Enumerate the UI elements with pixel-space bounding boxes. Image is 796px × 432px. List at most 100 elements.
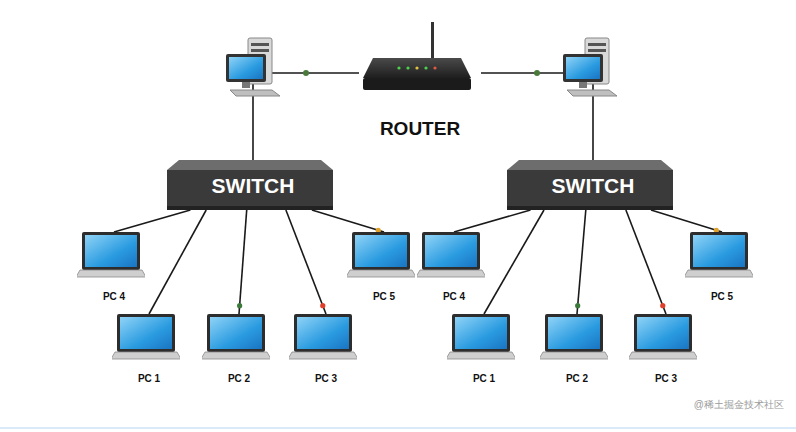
laptop-icon bbox=[112, 312, 180, 362]
laptop-icon bbox=[685, 230, 753, 280]
switch-top bbox=[507, 160, 673, 170]
laptop-icon bbox=[347, 230, 415, 280]
pc-node: PC 4 bbox=[77, 230, 151, 302]
bottom-rule bbox=[0, 427, 796, 429]
laptop-base bbox=[77, 270, 145, 277]
pc-label: PC 5 bbox=[347, 291, 421, 302]
laptop-bezel bbox=[690, 232, 748, 270]
switch-base bbox=[167, 206, 333, 210]
link-dot bbox=[303, 70, 309, 76]
laptop-bezel bbox=[207, 314, 265, 352]
laptop-screen bbox=[297, 317, 349, 349]
pc-node: PC 3 bbox=[289, 312, 363, 384]
router-node: ROUTER bbox=[359, 22, 481, 140]
pc-node: PC 5 bbox=[347, 230, 421, 302]
router-top bbox=[363, 58, 471, 78]
cable-line bbox=[114, 210, 190, 232]
switch-base bbox=[507, 206, 673, 210]
pc-label: PC 2 bbox=[540, 373, 614, 384]
pc-node: PC 3 bbox=[629, 312, 703, 384]
cable-line bbox=[484, 210, 544, 314]
router-label: ROUTER bbox=[359, 118, 481, 140]
link-dot bbox=[575, 303, 580, 308]
laptop-bezel bbox=[634, 314, 692, 352]
laptop-bezel bbox=[422, 232, 480, 270]
cable-line bbox=[149, 210, 206, 314]
laptop-icon bbox=[629, 312, 697, 362]
switch-node: SWITCH bbox=[167, 160, 339, 210]
router-led bbox=[406, 66, 409, 69]
laptop-base bbox=[447, 352, 515, 359]
laptop-screen bbox=[425, 235, 477, 267]
pc-node: PC 5 bbox=[685, 230, 759, 302]
laptop-icon bbox=[417, 230, 485, 280]
pc-label: PC 5 bbox=[685, 291, 759, 302]
laptop-base bbox=[629, 352, 697, 359]
cable-line bbox=[253, 73, 359, 160]
cable-line bbox=[239, 210, 247, 314]
pc-label: PC 3 bbox=[289, 373, 363, 384]
laptop-icon bbox=[202, 312, 270, 362]
laptop-icon bbox=[289, 312, 357, 362]
cable-line bbox=[626, 210, 666, 314]
switch-top bbox=[167, 160, 333, 170]
pc-label: PC 4 bbox=[77, 291, 151, 302]
laptop-base bbox=[112, 352, 180, 359]
laptop-base bbox=[289, 352, 357, 359]
laptop-base bbox=[417, 270, 485, 277]
watermark: @稀土掘金技术社区 bbox=[694, 398, 784, 412]
cable-line bbox=[454, 210, 531, 232]
pc-label: PC 3 bbox=[629, 373, 703, 384]
laptop-screen bbox=[85, 235, 137, 267]
server-computer bbox=[226, 38, 280, 96]
router-antenna bbox=[431, 22, 434, 58]
pc-node: PC 2 bbox=[202, 312, 276, 384]
cable-line bbox=[286, 210, 326, 314]
laptop-base bbox=[347, 270, 415, 277]
laptop-bezel bbox=[82, 232, 140, 270]
router-icon bbox=[359, 22, 475, 102]
laptop-icon bbox=[77, 230, 145, 280]
link-dot bbox=[534, 70, 540, 76]
pc-node: PC 2 bbox=[540, 312, 614, 384]
laptop-base bbox=[202, 352, 270, 359]
laptop-base bbox=[540, 352, 608, 359]
pc-node: PC 1 bbox=[447, 312, 521, 384]
switch-node: SWITCH bbox=[507, 160, 679, 210]
pc-label: PC 1 bbox=[447, 373, 521, 384]
laptop-icon bbox=[447, 312, 515, 362]
laptop-screen bbox=[548, 317, 600, 349]
server-computer bbox=[563, 38, 617, 96]
laptop-bezel bbox=[545, 314, 603, 352]
link-dot bbox=[660, 303, 665, 308]
router-led bbox=[433, 66, 436, 69]
laptop-base bbox=[685, 270, 753, 277]
switch-label: SWITCH bbox=[507, 174, 679, 198]
laptop-bezel bbox=[352, 232, 410, 270]
laptop-screen bbox=[693, 235, 745, 267]
router-front bbox=[363, 78, 471, 90]
pc-node: PC 1 bbox=[112, 312, 186, 384]
laptop-screen bbox=[637, 317, 689, 349]
cable-line bbox=[481, 73, 593, 160]
cable-line bbox=[312, 210, 384, 232]
laptop-screen bbox=[120, 317, 172, 349]
laptop-bezel bbox=[117, 314, 175, 352]
laptop-bezel bbox=[452, 314, 510, 352]
laptop-icon bbox=[540, 312, 608, 362]
pc-label: PC 1 bbox=[112, 373, 186, 384]
router-led bbox=[415, 66, 418, 69]
pc-label: PC 2 bbox=[202, 373, 276, 384]
router-led bbox=[424, 66, 427, 69]
laptop-bezel bbox=[294, 314, 352, 352]
pc-node: PC 4 bbox=[417, 230, 491, 302]
laptop-screen bbox=[210, 317, 262, 349]
laptop-screen bbox=[455, 317, 507, 349]
switch-label: SWITCH bbox=[167, 174, 339, 198]
laptop-screen bbox=[355, 235, 407, 267]
pc-label: PC 4 bbox=[417, 291, 491, 302]
link-dot bbox=[237, 303, 242, 308]
cable-line bbox=[577, 210, 586, 314]
link-dot bbox=[320, 303, 325, 308]
